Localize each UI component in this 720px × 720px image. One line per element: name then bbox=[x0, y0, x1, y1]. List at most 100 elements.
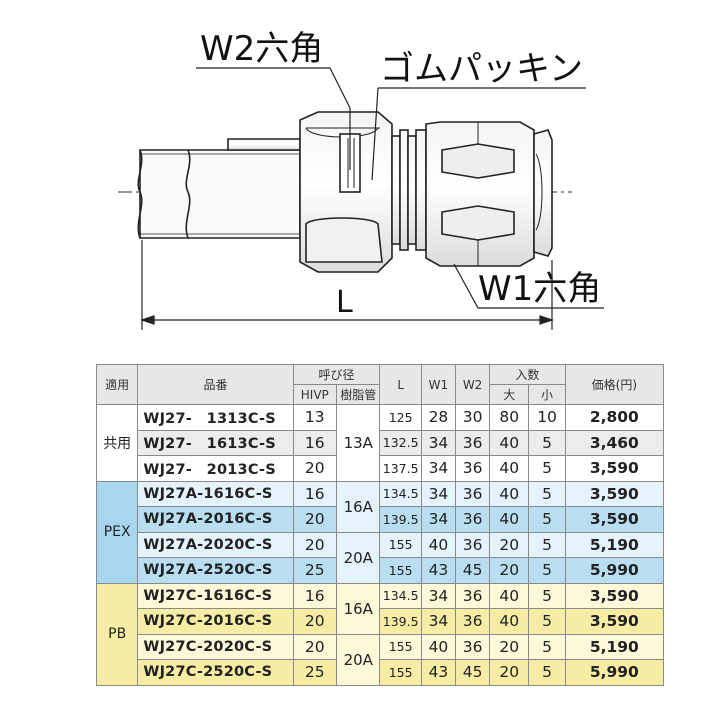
w1-cell: 34 bbox=[420, 506, 457, 533]
qty-large-cell: 40 bbox=[489, 506, 530, 533]
qty-small-cell: 5 bbox=[528, 633, 566, 660]
price-cell: 3,590 bbox=[564, 480, 665, 507]
header-l: L bbox=[379, 364, 422, 405]
label-length: L bbox=[336, 285, 353, 320]
usage-group-cell: PB bbox=[95, 582, 139, 686]
model-cell: WJ27- 1613C-S bbox=[137, 429, 294, 456]
label-w2-hex: W2六角 bbox=[200, 29, 323, 69]
hivp-cell: 25 bbox=[292, 659, 338, 686]
length-cell: 134.5 bbox=[379, 582, 422, 609]
length-cell: 139.5 bbox=[379, 608, 422, 635]
qty-small-cell: 5 bbox=[528, 531, 566, 558]
w1-cell: 40 bbox=[420, 531, 457, 558]
price-cell: 5,190 bbox=[564, 531, 665, 558]
model-cell: WJ27C-1616C-S bbox=[137, 582, 294, 609]
w2-cell: 45 bbox=[454, 659, 491, 686]
qty-small-cell: 10 bbox=[528, 404, 566, 431]
resin-size-cell: 20A bbox=[336, 633, 381, 686]
header-large: 大 bbox=[489, 384, 530, 405]
qty-small-cell: 5 bbox=[528, 480, 566, 507]
w1-cell: 34 bbox=[420, 455, 457, 482]
hivp-cell: 20 bbox=[292, 455, 338, 482]
price-cell: 3,590 bbox=[564, 455, 665, 482]
model-cell: WJ27- 1313C-S bbox=[137, 404, 294, 431]
qty-small-cell: 5 bbox=[528, 506, 566, 533]
hivp-cell: 16 bbox=[292, 480, 338, 507]
qty-small-cell: 5 bbox=[528, 557, 566, 584]
header-model: 品番 bbox=[137, 364, 294, 405]
hivp-cell: 25 bbox=[292, 557, 338, 584]
hivp-cell: 20 bbox=[292, 633, 338, 660]
usage-group-cell: 共用 bbox=[95, 404, 139, 482]
price-cell: 3,590 bbox=[564, 608, 665, 635]
hivp-cell: 20 bbox=[292, 608, 338, 635]
w2-cell: 36 bbox=[454, 429, 491, 456]
header-small: 小 bbox=[528, 384, 566, 405]
resin-size-cell: 20A bbox=[336, 531, 381, 584]
qty-large-cell: 80 bbox=[489, 404, 530, 431]
price-cell: 2,800 bbox=[564, 404, 665, 431]
header-row-1: 適用 品番 呼び径 L W1 W2 入数 価格(円) bbox=[95, 364, 665, 405]
header-nominal: 呼び径 bbox=[292, 364, 381, 385]
w2-cell: 45 bbox=[454, 557, 491, 584]
w1-cell: 28 bbox=[420, 404, 457, 431]
price-cell: 5,190 bbox=[564, 633, 665, 660]
qty-large-cell: 20 bbox=[489, 557, 530, 584]
w2-cell: 36 bbox=[454, 582, 491, 609]
leader-lines bbox=[196, 67, 604, 309]
price-cell: 5,990 bbox=[564, 557, 665, 584]
qty-small-cell: 5 bbox=[528, 455, 566, 482]
hivp-cell: 20 bbox=[292, 506, 338, 533]
spec-table: 適用 品番 呼び径 L W1 W2 入数 価格(円) HIVP 樹脂管 大 小 … bbox=[95, 364, 665, 686]
label-rubber-packing: ゴムパッキン bbox=[380, 49, 583, 89]
fitting-technical-drawing: W2六角 ゴムパッキン W1六角 L bbox=[118, 29, 604, 330]
resin-size-cell: 16A bbox=[336, 582, 381, 635]
length-cell: 139.5 bbox=[379, 506, 422, 533]
length-cell: 132.5 bbox=[379, 429, 422, 456]
w1-cell: 34 bbox=[420, 480, 457, 507]
model-cell: WJ27- 2013C-S bbox=[137, 455, 294, 482]
header-price: 価格(円) bbox=[564, 364, 665, 405]
header-hivp: HIVP bbox=[292, 384, 338, 405]
label-w1-hex: W1六角 bbox=[478, 269, 601, 309]
price-cell: 3,590 bbox=[564, 582, 665, 609]
model-cell: WJ27A-2520C-S bbox=[137, 557, 294, 584]
w1-cell: 43 bbox=[420, 557, 457, 584]
length-cell: 134.5 bbox=[379, 480, 422, 507]
price-cell: 3,460 bbox=[564, 429, 665, 456]
qty-large-cell: 20 bbox=[489, 659, 530, 686]
w2-cell: 30 bbox=[454, 404, 491, 431]
hivp-cell: 13 bbox=[292, 404, 338, 431]
w1-cell: 34 bbox=[420, 582, 457, 609]
length-cell: 137.5 bbox=[379, 455, 422, 482]
price-cell: 3,590 bbox=[564, 506, 665, 533]
model-cell: WJ27C-2016C-S bbox=[137, 608, 294, 635]
header-resin: 樹脂管 bbox=[336, 384, 381, 405]
length-cell: 155 bbox=[379, 531, 422, 558]
resin-size-cell: 16A bbox=[336, 480, 381, 533]
qty-large-cell: 40 bbox=[489, 582, 530, 609]
model-cell: WJ27C-2520C-S bbox=[137, 659, 294, 686]
qty-small-cell: 5 bbox=[528, 659, 566, 686]
w2-cell: 36 bbox=[454, 480, 491, 507]
header-qty: 入数 bbox=[489, 364, 566, 385]
length-cell: 155 bbox=[379, 659, 422, 686]
resin-size-cell: 13A bbox=[336, 404, 381, 482]
header-row-2: HIVP 樹脂管 大 小 bbox=[97, 384, 664, 405]
usage-group-cell: PEX bbox=[95, 480, 139, 584]
length-cell: 155 bbox=[379, 557, 422, 584]
header-usage: 適用 bbox=[95, 364, 139, 405]
length-cell: 155 bbox=[379, 633, 422, 660]
price-cell: 5,990 bbox=[564, 659, 665, 686]
